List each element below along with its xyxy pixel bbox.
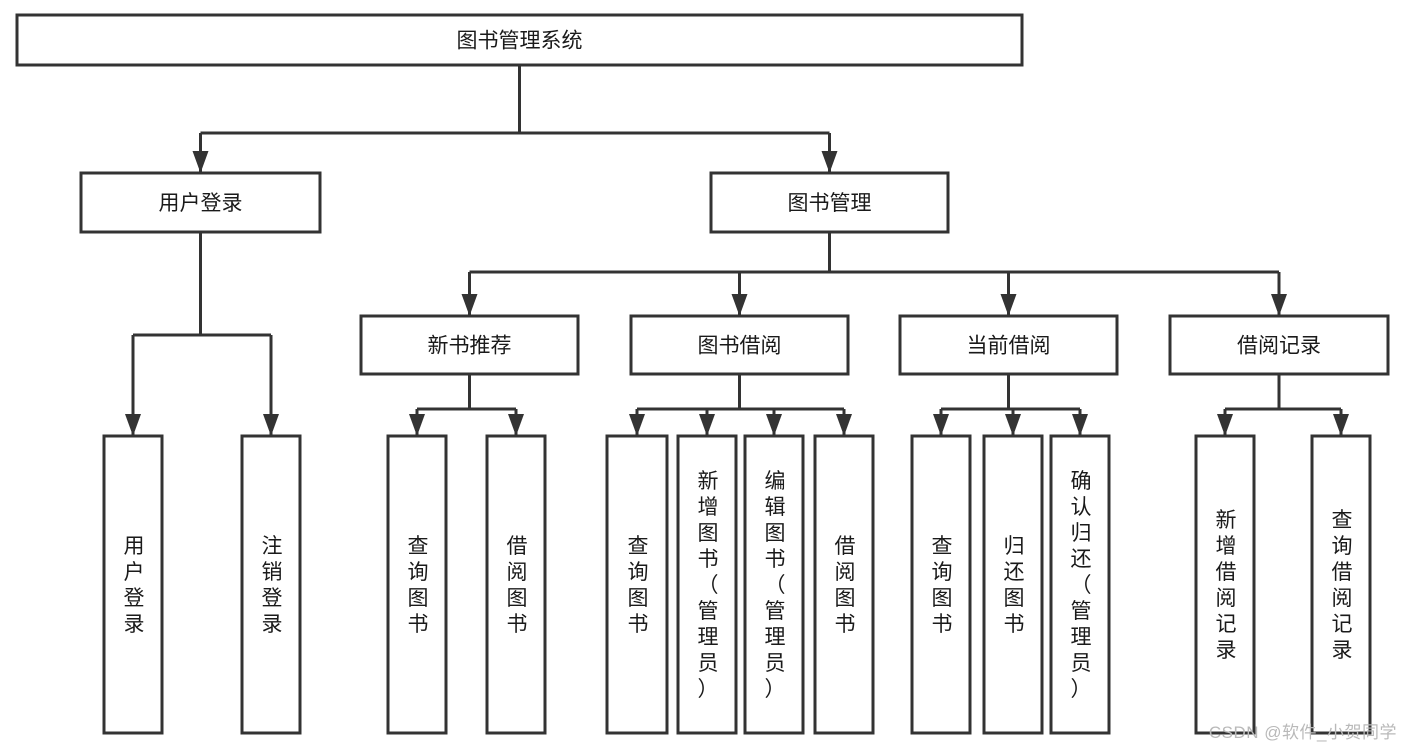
arrow-head-icon xyxy=(821,151,838,173)
arrow-head-icon xyxy=(1072,414,1088,436)
node-leaf-edit-book[interactable]: 编辑图书（管理员） xyxy=(743,434,805,735)
node-leaf-query-record[interactable]: 查询借阅记录 xyxy=(1310,434,1372,735)
node-user-login[interactable]: 用户登录 xyxy=(79,171,322,234)
node-label: 新增图书（管理员） xyxy=(698,470,719,701)
node-label: 图书管理系统 xyxy=(457,30,583,53)
node-leaf-user-logout[interactable]: 注销登录 xyxy=(240,434,302,735)
node-undefined[interactable]: 图书管理系统 xyxy=(15,13,1024,67)
node-box xyxy=(240,434,302,735)
node-new-book-recommend[interactable]: 新书推荐 xyxy=(359,314,580,376)
node-box xyxy=(485,434,547,735)
arrow-head-icon xyxy=(409,414,425,436)
node-box xyxy=(15,13,1024,67)
node-box xyxy=(813,434,875,735)
arrow-head-icon xyxy=(1333,414,1349,436)
csdn-watermark: CSDN @软件_小贺同学 xyxy=(1208,723,1397,742)
nodes-layer: 图书管理系统用户登录图书管理新书推荐图书借阅当前借阅借阅记录用户登录注销登录查询… xyxy=(15,13,1390,735)
node-box xyxy=(910,434,972,735)
node-box xyxy=(386,434,448,735)
node-leaf-add-book[interactable]: 新增图书（管理员） xyxy=(676,434,738,735)
node-box xyxy=(743,434,805,735)
node-label: 图书管理 xyxy=(788,192,872,215)
node-leaf-query-book-3[interactable]: 查询图书 xyxy=(910,434,972,735)
node-borrow-record[interactable]: 借阅记录 xyxy=(1168,314,1390,376)
node-box xyxy=(605,434,669,735)
node-box xyxy=(982,434,1044,735)
edges-layer xyxy=(125,65,1349,436)
node-box xyxy=(1049,434,1111,735)
node-label: 新书推荐 xyxy=(428,335,512,358)
node-label: 查询图书 xyxy=(628,535,649,636)
node-label: 查询借阅记录 xyxy=(1332,509,1353,662)
node-book-manage[interactable]: 图书管理 xyxy=(709,171,950,234)
node-box xyxy=(1168,314,1390,376)
node-label: 借阅图书 xyxy=(835,535,856,636)
node-label: 注销登录 xyxy=(262,535,283,636)
node-leaf-query-book-1[interactable]: 查询图书 xyxy=(386,434,448,735)
node-label: 查询图书 xyxy=(408,535,429,636)
node-label: 编辑图书（管理员） xyxy=(765,470,786,701)
node-label: 确认归还（管理员） xyxy=(1071,470,1092,701)
node-label: 借阅图书 xyxy=(507,535,528,636)
arrow-head-icon xyxy=(125,414,141,436)
node-leaf-borrow-book-2[interactable]: 借阅图书 xyxy=(813,434,875,735)
node-label: 借阅记录 xyxy=(1237,335,1321,358)
node-label: 图书借阅 xyxy=(698,335,782,358)
node-label: 用户登录 xyxy=(159,192,243,215)
node-label: 新增借阅记录 xyxy=(1216,509,1237,662)
node-box xyxy=(1310,434,1372,735)
arrow-head-icon xyxy=(933,414,949,436)
node-box xyxy=(898,314,1119,376)
arrow-head-icon xyxy=(1005,414,1021,436)
arrow-head-icon xyxy=(766,414,782,436)
arrow-head-icon xyxy=(731,294,748,316)
arrow-head-icon xyxy=(699,414,715,436)
node-box xyxy=(1194,434,1256,735)
node-label: 用户登录 xyxy=(124,535,145,636)
arrow-head-icon xyxy=(192,151,209,173)
node-leaf-confirm-return[interactable]: 确认归还（管理员） xyxy=(1049,434,1111,735)
arrow-head-icon xyxy=(1271,294,1287,316)
node-leaf-user-login[interactable]: 用户登录 xyxy=(102,434,164,735)
node-box xyxy=(676,434,738,735)
arrow-head-icon xyxy=(1217,414,1233,436)
arrow-head-icon xyxy=(629,414,645,436)
arrow-head-icon xyxy=(1000,294,1017,316)
node-leaf-add-record[interactable]: 新增借阅记录 xyxy=(1194,434,1256,735)
node-label: 归还图书 xyxy=(1004,535,1025,636)
arrow-head-icon xyxy=(461,294,478,316)
node-box xyxy=(79,171,322,234)
node-box xyxy=(102,434,164,735)
node-label: 查询图书 xyxy=(932,535,953,636)
node-leaf-return-book[interactable]: 归还图书 xyxy=(982,434,1044,735)
node-box xyxy=(629,314,850,376)
arrow-head-icon xyxy=(508,414,524,436)
node-label: 当前借阅 xyxy=(967,335,1051,358)
node-current-borrow[interactable]: 当前借阅 xyxy=(898,314,1119,376)
node-leaf-borrow-book-1[interactable]: 借阅图书 xyxy=(485,434,547,735)
node-book-borrow[interactable]: 图书借阅 xyxy=(629,314,850,376)
node-box xyxy=(359,314,580,376)
arrow-head-icon xyxy=(836,414,852,436)
arrow-head-icon xyxy=(263,414,279,436)
node-box xyxy=(709,171,950,234)
node-leaf-query-book-2[interactable]: 查询图书 xyxy=(605,434,669,735)
